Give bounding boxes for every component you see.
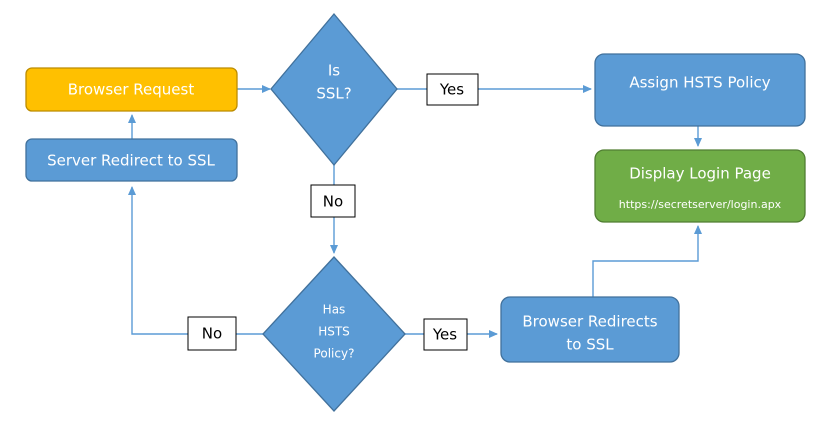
- browser-redirects-node: Browser Redirects to SSL: [500, 296, 680, 363]
- connectors: [128, 85, 702, 338]
- yes-label-top: Yes: [426, 73, 479, 106]
- is-ssl-line-2: SSL?: [316, 85, 351, 103]
- no-label-left: No: [187, 316, 237, 351]
- has-hsts-decision: Has HSTS Policy?: [262, 256, 406, 412]
- assign-hsts-label: Assign HSTS Policy: [629, 74, 770, 92]
- no-label-middle: No: [310, 184, 356, 218]
- server-redirect-node: Server Redirect to SSL: [25, 138, 238, 182]
- connector-browser-redirects-to-display-login: [592, 225, 702, 297]
- display-login-label: Display Login Page: [629, 165, 771, 183]
- login-url-label: https://secretserver/login.apx: [619, 198, 782, 211]
- display-login-node: Display Login Page https://secretserver/…: [594, 149, 806, 223]
- is-ssl-decision: Is SSL?: [270, 12, 398, 167]
- is-ssl-line-1: Is: [328, 62, 340, 80]
- browser-redirects-line-2: to SSL: [566, 336, 614, 354]
- has-hsts-line-3: Policy?: [314, 347, 355, 361]
- browser-request-label: Browser Request: [68, 81, 195, 99]
- no-label-left-text: No: [202, 325, 222, 343]
- browser-redirects-line-1: Browser Redirects: [522, 313, 657, 331]
- server-redirect-label: Server Redirect to SSL: [47, 152, 215, 170]
- no-label-middle-text: No: [323, 193, 343, 211]
- has-hsts-line-1: Has: [323, 303, 346, 317]
- has-hsts-line-2: HSTS: [318, 325, 350, 339]
- yes-label-bottom: Yes: [423, 318, 468, 351]
- connector-no-label-to-server-redirect: [128, 186, 188, 335]
- yes-label-top-text: Yes: [439, 81, 464, 99]
- yes-label-bottom-text: Yes: [432, 326, 457, 344]
- assign-hsts-node: Assign HSTS Policy: [594, 53, 806, 127]
- browser-request-node: Browser Request: [25, 67, 238, 112]
